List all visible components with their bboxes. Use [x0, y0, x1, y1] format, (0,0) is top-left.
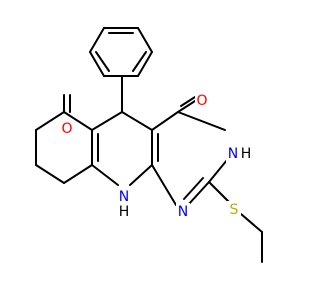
- c9-c9a-bond: [63, 164, 93, 184]
- n10-mask: [116, 188, 132, 222]
- n1-mask: [176, 203, 190, 221]
- c4a-c4-bond: [151, 111, 179, 131]
- amide-oxygen-mask: [195, 92, 209, 110]
- c5a-c6-bond: [63, 111, 93, 131]
- c5-c5a-bond: [91, 111, 123, 131]
- sulfur-label: S: [230, 202, 239, 218]
- n10-hydrogen-label: H: [119, 204, 130, 220]
- ketone-oxygen-label: O: [61, 121, 72, 137]
- phenyl-inner-2: [132, 51, 147, 72]
- n1-c10a-bond: [151, 164, 177, 206]
- c6-c7-bond: [35, 111, 65, 131]
- c5-c4a-bond: [121, 111, 153, 131]
- n10-label: N: [119, 189, 129, 205]
- n3-hydrogen-label: H: [241, 146, 252, 162]
- ketone-oxygen-mask: [60, 120, 74, 138]
- c4-n3-bond: [177, 111, 226, 131]
- atom-label-layer: O O N H N N H S: [60, 92, 254, 222]
- c9a-n10-bond: [91, 164, 119, 186]
- phenyl-inner-3: [95, 51, 110, 72]
- c2-n1-double: [183, 177, 204, 200]
- phenyl-bond-1: [89, 27, 105, 53]
- c2-n1-bond: [187, 181, 210, 206]
- molecule-canvas: O O N H N N H S: [35, 27, 263, 263]
- s-ch2-bond: [240, 213, 263, 233]
- n3-mask: [226, 145, 254, 163]
- n3-label: N: [228, 146, 238, 162]
- bond-layer: [35, 27, 263, 263]
- c4-o-bond: [177, 100, 196, 113]
- amide-oxygen-label: O: [196, 93, 207, 109]
- c2-s-bond: [208, 181, 231, 204]
- sulfur-mask: [227, 201, 241, 219]
- molecule-structure: O O N H N N H S: [35, 27, 263, 263]
- phenyl-bond-3: [137, 27, 153, 53]
- phenyl-bond-6: [89, 51, 105, 77]
- phenyl-bond-4: [137, 51, 153, 77]
- c8-c9-bond: [35, 164, 65, 184]
- n3-c2-bond: [208, 159, 228, 183]
- c4-o-bond-double: [180, 96, 196, 107]
- n1-label: N: [178, 204, 188, 220]
- n10-c10a-bond: [129, 164, 153, 186]
